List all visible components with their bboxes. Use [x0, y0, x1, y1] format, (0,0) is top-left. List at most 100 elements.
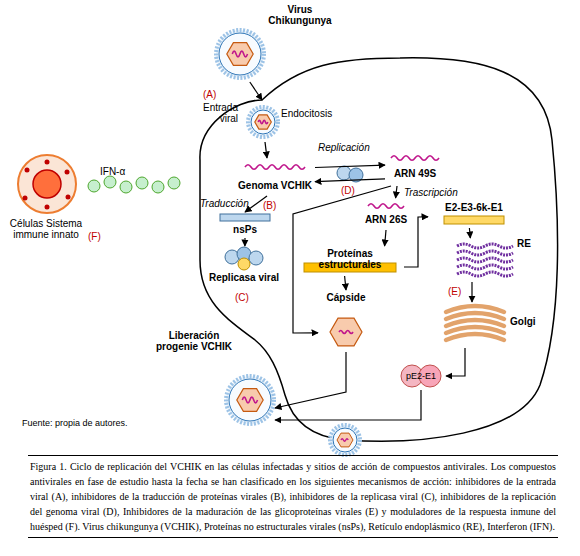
- flow-arrow: [315, 179, 385, 182]
- replication-complex: [337, 166, 363, 182]
- virion-envelope: [330, 425, 360, 455]
- virion-node: Liberación progenie VCHIK: [150, 328, 275, 428]
- node-label: Endocitosis: [281, 108, 345, 119]
- node-label: ARN 49S: [385, 168, 445, 179]
- graphic-part: [45, 160, 50, 165]
- virion-envelope: [248, 107, 278, 137]
- graphic-part: [33, 170, 61, 198]
- protein-node: E2-E3-6k-E1: [428, 200, 520, 228]
- rna-strand: [242, 397, 257, 403]
- flow-arrow: [275, 390, 421, 420]
- flow-arrow: [345, 276, 346, 290]
- rna-strand: [339, 331, 353, 334]
- organelle-node: Golgi: [440, 302, 540, 348]
- flow-arrow: [385, 230, 386, 246]
- ifn-molecule: [120, 181, 132, 193]
- endosome-node: Endocitosis: [245, 100, 345, 142]
- node-label: ARN 26S: [362, 214, 410, 225]
- ifn-molecule: [136, 177, 148, 189]
- virion-envelope: [216, 30, 264, 78]
- callout-label: (B): [263, 200, 276, 211]
- cell-membrane: [200, 58, 558, 441]
- protein-bar: [444, 216, 504, 224]
- flow-arrow: [244, 238, 245, 246]
- rna-strand: [232, 51, 247, 57]
- genome-node: Genoma VCHIK: [235, 158, 315, 196]
- node-shape: [205, 2, 333, 82]
- figure-caption: Figura 1. Ciclo de replicación del VCHIK…: [28, 455, 558, 538]
- edge-label: Traducción: [200, 198, 258, 209]
- virion-capsid: [337, 433, 353, 447]
- node-label: nsPs: [212, 224, 278, 235]
- graphic-part: [457, 244, 513, 248]
- ifn-molecule: [104, 176, 116, 188]
- node-label: Liberación progenie VCHIK: [150, 330, 238, 352]
- virion-membrane: [251, 110, 275, 134]
- flow-arrow: [245, 196, 267, 212]
- graphic-part: [45, 205, 50, 210]
- graphic-part: [23, 196, 28, 201]
- rna-strand: [258, 120, 268, 124]
- node-label: Células Sistema immune innato: [5, 218, 87, 240]
- virion-membrane: [333, 428, 357, 452]
- source-note: Fuente: propia de autores.: [22, 418, 128, 429]
- rna-node: ARN 26S: [362, 198, 410, 230]
- callout-label: (E): [448, 286, 461, 297]
- node-label: RE: [517, 238, 540, 249]
- ifn-molecule: [168, 177, 180, 189]
- flow-arrow: [396, 186, 397, 198]
- flow-arrow: [469, 228, 471, 238]
- graphic-part: [457, 258, 513, 262]
- flow-arrow: [275, 352, 346, 408]
- node-shape: [245, 100, 345, 142]
- flow-arrow: [293, 186, 391, 333]
- flow-arrow: [446, 348, 465, 376]
- rna-node: ARN 49S: [385, 150, 445, 186]
- virion-node: Virus Chikungunya: [205, 2, 333, 82]
- callout-label: (A): [203, 89, 216, 100]
- glycoprotein-node: pE2-E1: [396, 362, 446, 390]
- graphic-part: [446, 334, 504, 340]
- organelle-node: RE: [455, 238, 540, 282]
- callout-label: IFN-α: [100, 166, 125, 177]
- ifn-molecule: [152, 181, 164, 193]
- interferon-molecules: [88, 176, 180, 193]
- node-label: Virus Chikungunya: [267, 4, 333, 26]
- virion-envelope: [226, 376, 274, 424]
- flow-arrow: [471, 282, 472, 302]
- edge-label: Entrada viral: [190, 102, 238, 124]
- ifn-molecule: [88, 180, 100, 192]
- capsid-hexagon: [330, 318, 362, 346]
- graphic-part: [66, 195, 71, 200]
- graphic-part: [457, 272, 513, 276]
- complex-subunit: [349, 168, 363, 182]
- node-label: Genoma VCHIK: [235, 180, 315, 191]
- node-label: Golgi: [510, 316, 540, 327]
- graphic-part: [457, 251, 513, 255]
- budding-virion: [330, 425, 360, 455]
- graphic-part: [65, 170, 70, 175]
- node-shape: [200, 246, 288, 290]
- rna-strand: [391, 156, 439, 160]
- flow-arrow: [250, 82, 262, 100]
- rna-strand: [245, 165, 305, 169]
- graphic-part: [249, 251, 263, 265]
- edge-label: Replicación: [318, 142, 382, 153]
- rna-strand: [368, 204, 404, 208]
- virion-membrane: [229, 379, 271, 421]
- node-label: Cápside: [318, 292, 374, 303]
- protein-bar: [220, 214, 270, 221]
- flow-arrow: [315, 165, 385, 167]
- node-label: E2-E3-6k-E1: [428, 202, 520, 213]
- graphic-part: [457, 265, 513, 269]
- node-label: pE2-E1: [396, 371, 446, 382]
- replicase-node: Replicasa viral: [200, 246, 288, 290]
- flow-arrow: [404, 217, 428, 267]
- callout-label: (C): [235, 292, 249, 303]
- callout-label: (F): [88, 231, 101, 242]
- graphic-part: [18, 155, 76, 213]
- edge-label: Trascripción: [404, 187, 468, 198]
- graphic-part: [238, 258, 250, 270]
